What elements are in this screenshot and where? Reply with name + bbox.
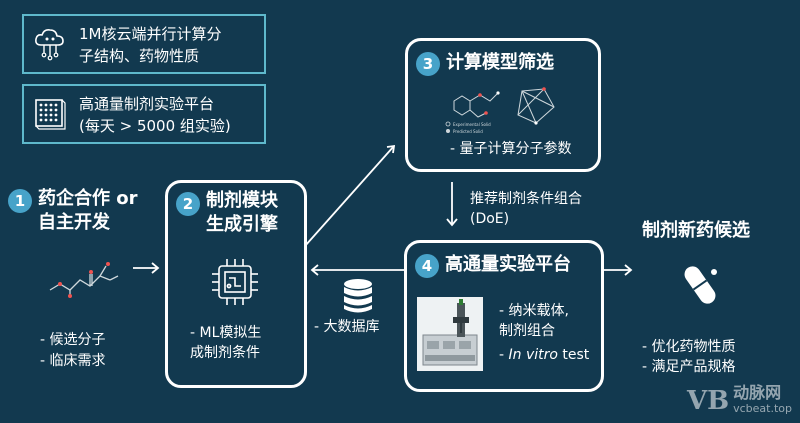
step4-bullet-invitro: - In vitro test [499,345,589,365]
watermark-url: vcbeat.top [733,402,792,415]
step2-title: 制剂模块 生成引擎 [206,190,278,235]
robot-lab-icon [417,297,483,371]
step1-bullet-candidate: - 候选分子 [40,332,106,348]
step3-node: 3 计算模型筛选 Experimental Solid Predicted So… [405,38,601,172]
legend-predicted: Predicted Solid [453,129,483,134]
legend-experimental: Experimental Solid [453,122,491,127]
microplate-icon [35,99,66,130]
invitro-rest: test [557,347,590,363]
step4-title: 高通量实验平台 [445,254,571,275]
doe-label: 推荐制剂条件组合 (DoE) [470,191,582,227]
arrow-step2-to-step3 [304,145,395,247]
cloud-computing-text: 1M核云端并行计算分 子结构、药物性质 [79,25,222,65]
ht-platform-text: 高通量制剂实验平台 (每天 > 5000 组实验) [79,95,231,135]
step4-node: 4 高通量实验平台 - 纳米载体, 制剂组合 - In vitro test [404,240,604,392]
invitro-italic: In vitro [508,347,558,363]
cloud-computing-info-box: 1M核云端并行计算分 子结构、药物性质 [22,14,266,74]
ht-platform-info-box: 高通量制剂实验平台 (每天 > 5000 组实验) [22,84,266,144]
cloud-circuit-icon [35,29,64,61]
result-bullet-optimize: - 优化药物性质 [642,339,736,355]
result-title: 制剂新药候选 [642,220,750,241]
step4-bullet-nanocarrier: - 纳米载体, 制剂组合 [499,303,569,339]
step1-number-badge: 1 [8,189,32,213]
invitro-prefix: - [499,347,509,363]
capsule-icon [684,266,717,304]
step3-number-badge: 3 [416,52,440,76]
chip-icon [212,259,258,305]
step2-number-badge: 2 [176,192,200,216]
result-bullet-spec: - 满足产品规格 [642,359,736,375]
step1-title: 药企合作 or 自主开发 [38,188,138,233]
database-icon [344,279,372,313]
step3-title: 计算模型筛选 [446,52,554,73]
molecule-3d-icon: Experimental Solid Predicted Solid [445,87,555,134]
watermark-name: 动脉网 [733,383,782,402]
step3-bullet-quantum: - 量子计算分子参数 [450,141,572,157]
step2-bullet-ml: - ML模拟生 成制剂条件 [190,325,262,361]
watermark-logo: VB [686,386,730,416]
molecule-structure-icon [49,262,119,298]
step2-node: 2 制剂模块 生成引擎 - ML模拟生 成制剂条件 [165,180,307,388]
step1-bullet-clinical: - 临床需求 [40,353,106,369]
watermark: VB 动脉网 vcbeat.top [687,385,792,417]
step4-number-badge: 4 [415,254,439,278]
database-label: - 大数据库 [314,319,380,335]
